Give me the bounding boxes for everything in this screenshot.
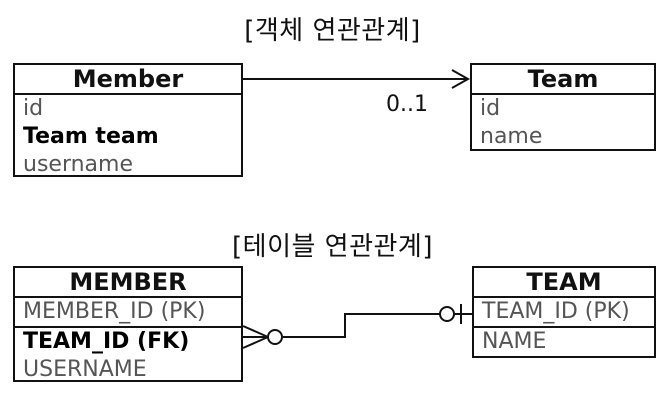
- team-table-name: TEAM: [474, 268, 654, 298]
- member-object-box: Member id Team team username: [13, 63, 243, 177]
- crows-foot-icon: [242, 325, 269, 349]
- table-diagram-title: [테이블 연관관계]: [232, 232, 433, 262]
- member-table-name: MEMBER: [15, 268, 241, 298]
- optional-circle-icon: [267, 329, 283, 345]
- object-diagram-title: [객체 연관관계]: [244, 16, 421, 46]
- relationship-line: [283, 313, 440, 338]
- team-table-box: TEAM TEAM_ID (PK) NAME: [472, 266, 656, 358]
- member-field-id: id: [23, 96, 44, 121]
- member-col-fk: TEAM_ID (FK): [23, 329, 190, 354]
- member-col-pk: MEMBER_ID (PK): [15, 298, 241, 328]
- team-object-name: Team: [472, 65, 654, 95]
- member-field-username: username: [23, 152, 133, 177]
- team-object-box: Team id name: [470, 63, 656, 151]
- member-field-team: Team team: [23, 124, 159, 149]
- arrowhead-icon: [451, 69, 471, 89]
- optional-circle-icon: [439, 306, 455, 322]
- member-col-username: USERNAME: [23, 357, 147, 382]
- team-col-pk: TEAM_ID (PK): [474, 298, 654, 328]
- member-object-name: Member: [15, 65, 241, 95]
- team-col-name: NAME: [482, 329, 547, 354]
- team-field-name: name: [480, 124, 543, 149]
- team-field-id: id: [480, 96, 501, 121]
- member-table-box: MEMBER MEMBER_ID (PK) TEAM_ID (FK) USERN…: [13, 266, 243, 382]
- association-multiplicity: 0..1: [386, 92, 428, 117]
